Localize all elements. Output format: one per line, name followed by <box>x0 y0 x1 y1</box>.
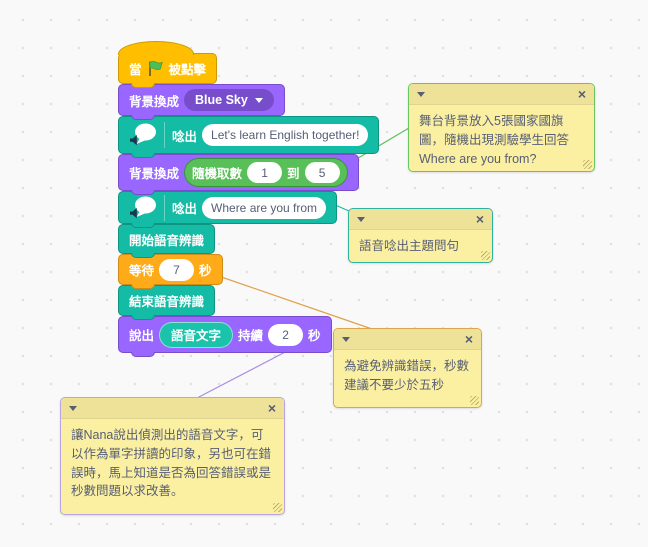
block-label: 持續 <box>238 329 264 343</box>
block-label: 秒 <box>199 264 212 278</box>
collapse-comment-icon[interactable] <box>342 336 350 342</box>
close-comment-icon[interactable]: × <box>267 400 276 416</box>
chevron-down-icon <box>254 97 263 103</box>
operator-label: 隨機取數 <box>192 167 243 181</box>
block-label: 被點擊 <box>168 63 207 77</box>
number-input[interactable]: 7 <box>159 258 195 281</box>
block-speak-1[interactable]: 唸出 Let's learn English together! <box>118 116 380 158</box>
block-label: 秒 <box>308 329 321 343</box>
speak-speech-bubble-icon <box>129 123 157 147</box>
comment-text[interactable]: 舞台背景放入5張國家國旗圖，隨機出現測驗學生回答Where are you fr… <box>419 114 570 166</box>
block-label: 等待 <box>129 264 155 278</box>
text-input[interactable]: Let's learn English together! <box>202 124 369 146</box>
divider <box>164 122 165 148</box>
block-when-green-flag-clicked[interactable]: 當 被點擊 <box>118 41 218 88</box>
block-label: 當 <box>129 63 142 77</box>
block-label: 開始語音辨識 <box>129 233 205 248</box>
comment-text[interactable]: 為避免辨識錯誤，秒數建議不要少於五秒 <box>344 359 470 392</box>
comment-speak-question[interactable]: × 語音唸出主題問句 <box>348 208 493 263</box>
comment-say-speech-text[interactable]: × 讓Nana說出偵測出的語音文字，可以作為單字拼讀的印象，另也可在錯誤時，馬上… <box>60 397 285 515</box>
comment-connector-say <box>196 348 292 399</box>
pick-random-operator[interactable]: 隨機取數 1 到 5 <box>184 158 348 187</box>
block-speak-2[interactable]: 唸出 Where are you from <box>118 191 338 228</box>
block-start-speech-recognition[interactable]: 開始語音辨識 <box>118 224 216 258</box>
comment-resize-handle[interactable] <box>481 251 490 260</box>
block-say-for-seconds[interactable]: 說出 語音文字 持續 2 秒 <box>118 316 332 357</box>
block-label: 結束語音辨識 <box>129 295 205 309</box>
comment-header[interactable]: × <box>349 209 492 230</box>
comment-header[interactable]: × <box>334 329 481 350</box>
speak-speech-bubble-icon <box>129 196 157 220</box>
close-comment-icon[interactable]: × <box>577 86 586 102</box>
dropdown-value: Blue Sky <box>195 93 248 107</box>
block-label: 背景換成 <box>129 94 180 109</box>
block-stop-speech-recognition[interactable]: 結束語音辨識 <box>118 285 216 320</box>
text-input[interactable]: Where are you from <box>202 196 327 219</box>
block-switch-backdrop-random[interactable]: 背景換成 隨機取數 1 到 5 <box>118 154 359 195</box>
collapse-comment-icon[interactable] <box>357 216 365 222</box>
speech-text-variable[interactable]: 語音文字 <box>159 321 234 348</box>
number-input[interactable]: 2 <box>268 323 304 346</box>
comment-text[interactable]: 讓Nana說出偵測出的語音文字，可以作為單字拼讀的印象，另也可在錯誤時，馬上知道… <box>71 428 272 499</box>
collapse-comment-icon[interactable] <box>69 405 77 411</box>
block-switch-backdrop[interactable]: 背景換成 Blue Sky <box>118 84 285 120</box>
comment-header[interactable]: × <box>61 398 284 419</box>
green-flag-icon <box>147 60 164 77</box>
block-label: 背景換成 <box>129 167 180 181</box>
comment-wait-advice[interactable]: × 為避免辨識錯誤，秒數建議不要少於五秒 <box>333 328 482 408</box>
divider <box>164 194 165 221</box>
collapse-comment-icon[interactable] <box>417 91 425 97</box>
comment-resize-handle[interactable] <box>583 160 592 169</box>
comment-text[interactable]: 語音唸出主題問句 <box>359 239 460 253</box>
block-label: 唸出 <box>172 129 198 144</box>
close-comment-icon[interactable]: × <box>475 211 484 227</box>
comment-header[interactable]: × <box>409 84 594 105</box>
comment-connector-wait <box>203 270 373 330</box>
operator-label: 到 <box>287 167 300 181</box>
comment-backdrop-flags[interactable]: × 舞台背景放入5張國家國旗圖，隨機出現測驗學生回答Where are you … <box>408 83 595 172</box>
number-input-from[interactable]: 1 <box>247 162 283 183</box>
number-input-to[interactable]: 5 <box>304 162 340 183</box>
block-label: 說出 <box>129 329 155 343</box>
block-label: 唸出 <box>172 202 198 216</box>
comment-resize-handle[interactable] <box>470 396 479 405</box>
backdrop-dropdown[interactable]: Blue Sky <box>184 89 274 111</box>
block-wait-seconds[interactable]: 等待 7 秒 <box>118 254 223 289</box>
close-comment-icon[interactable]: × <box>464 331 473 347</box>
comment-resize-handle[interactable] <box>273 503 282 512</box>
